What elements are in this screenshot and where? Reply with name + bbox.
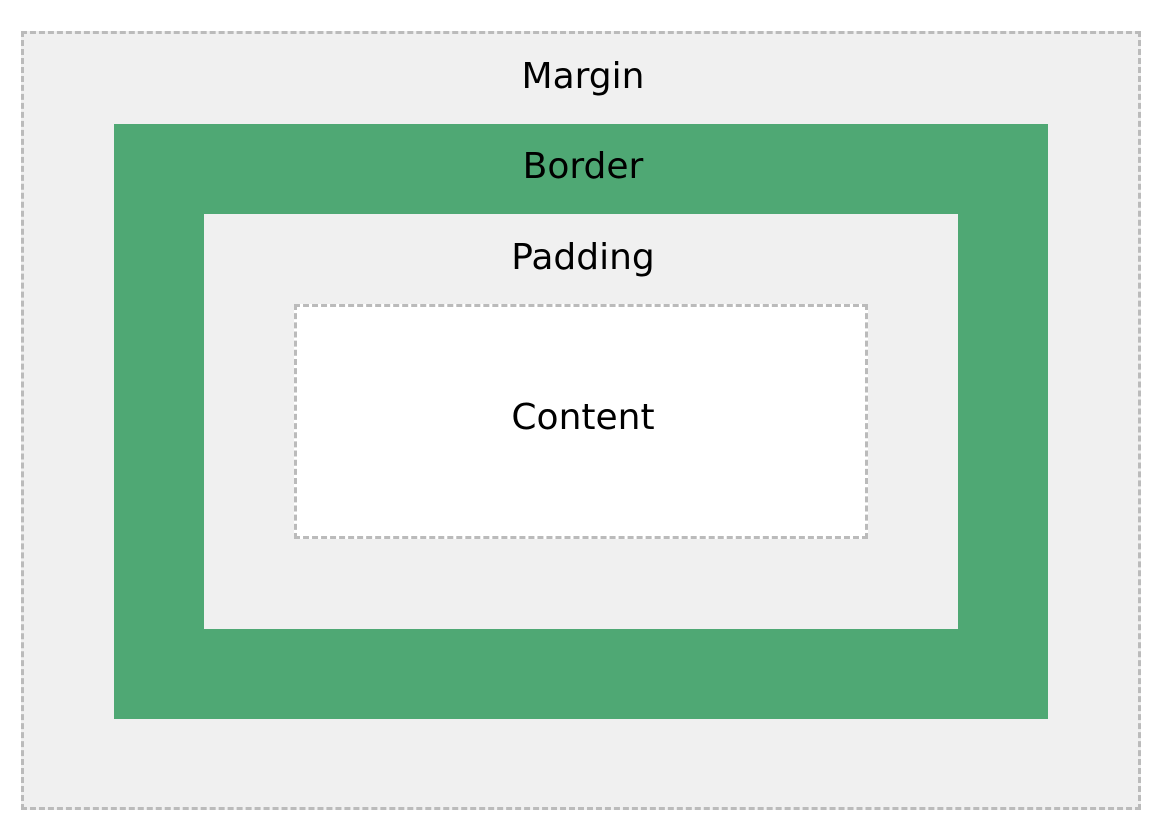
padding-label: Padding [511, 237, 655, 278]
margin-label: Margin [521, 56, 645, 97]
border-label: Border [522, 146, 644, 187]
content-area [294, 304, 868, 539]
content-label: Content [511, 397, 655, 438]
